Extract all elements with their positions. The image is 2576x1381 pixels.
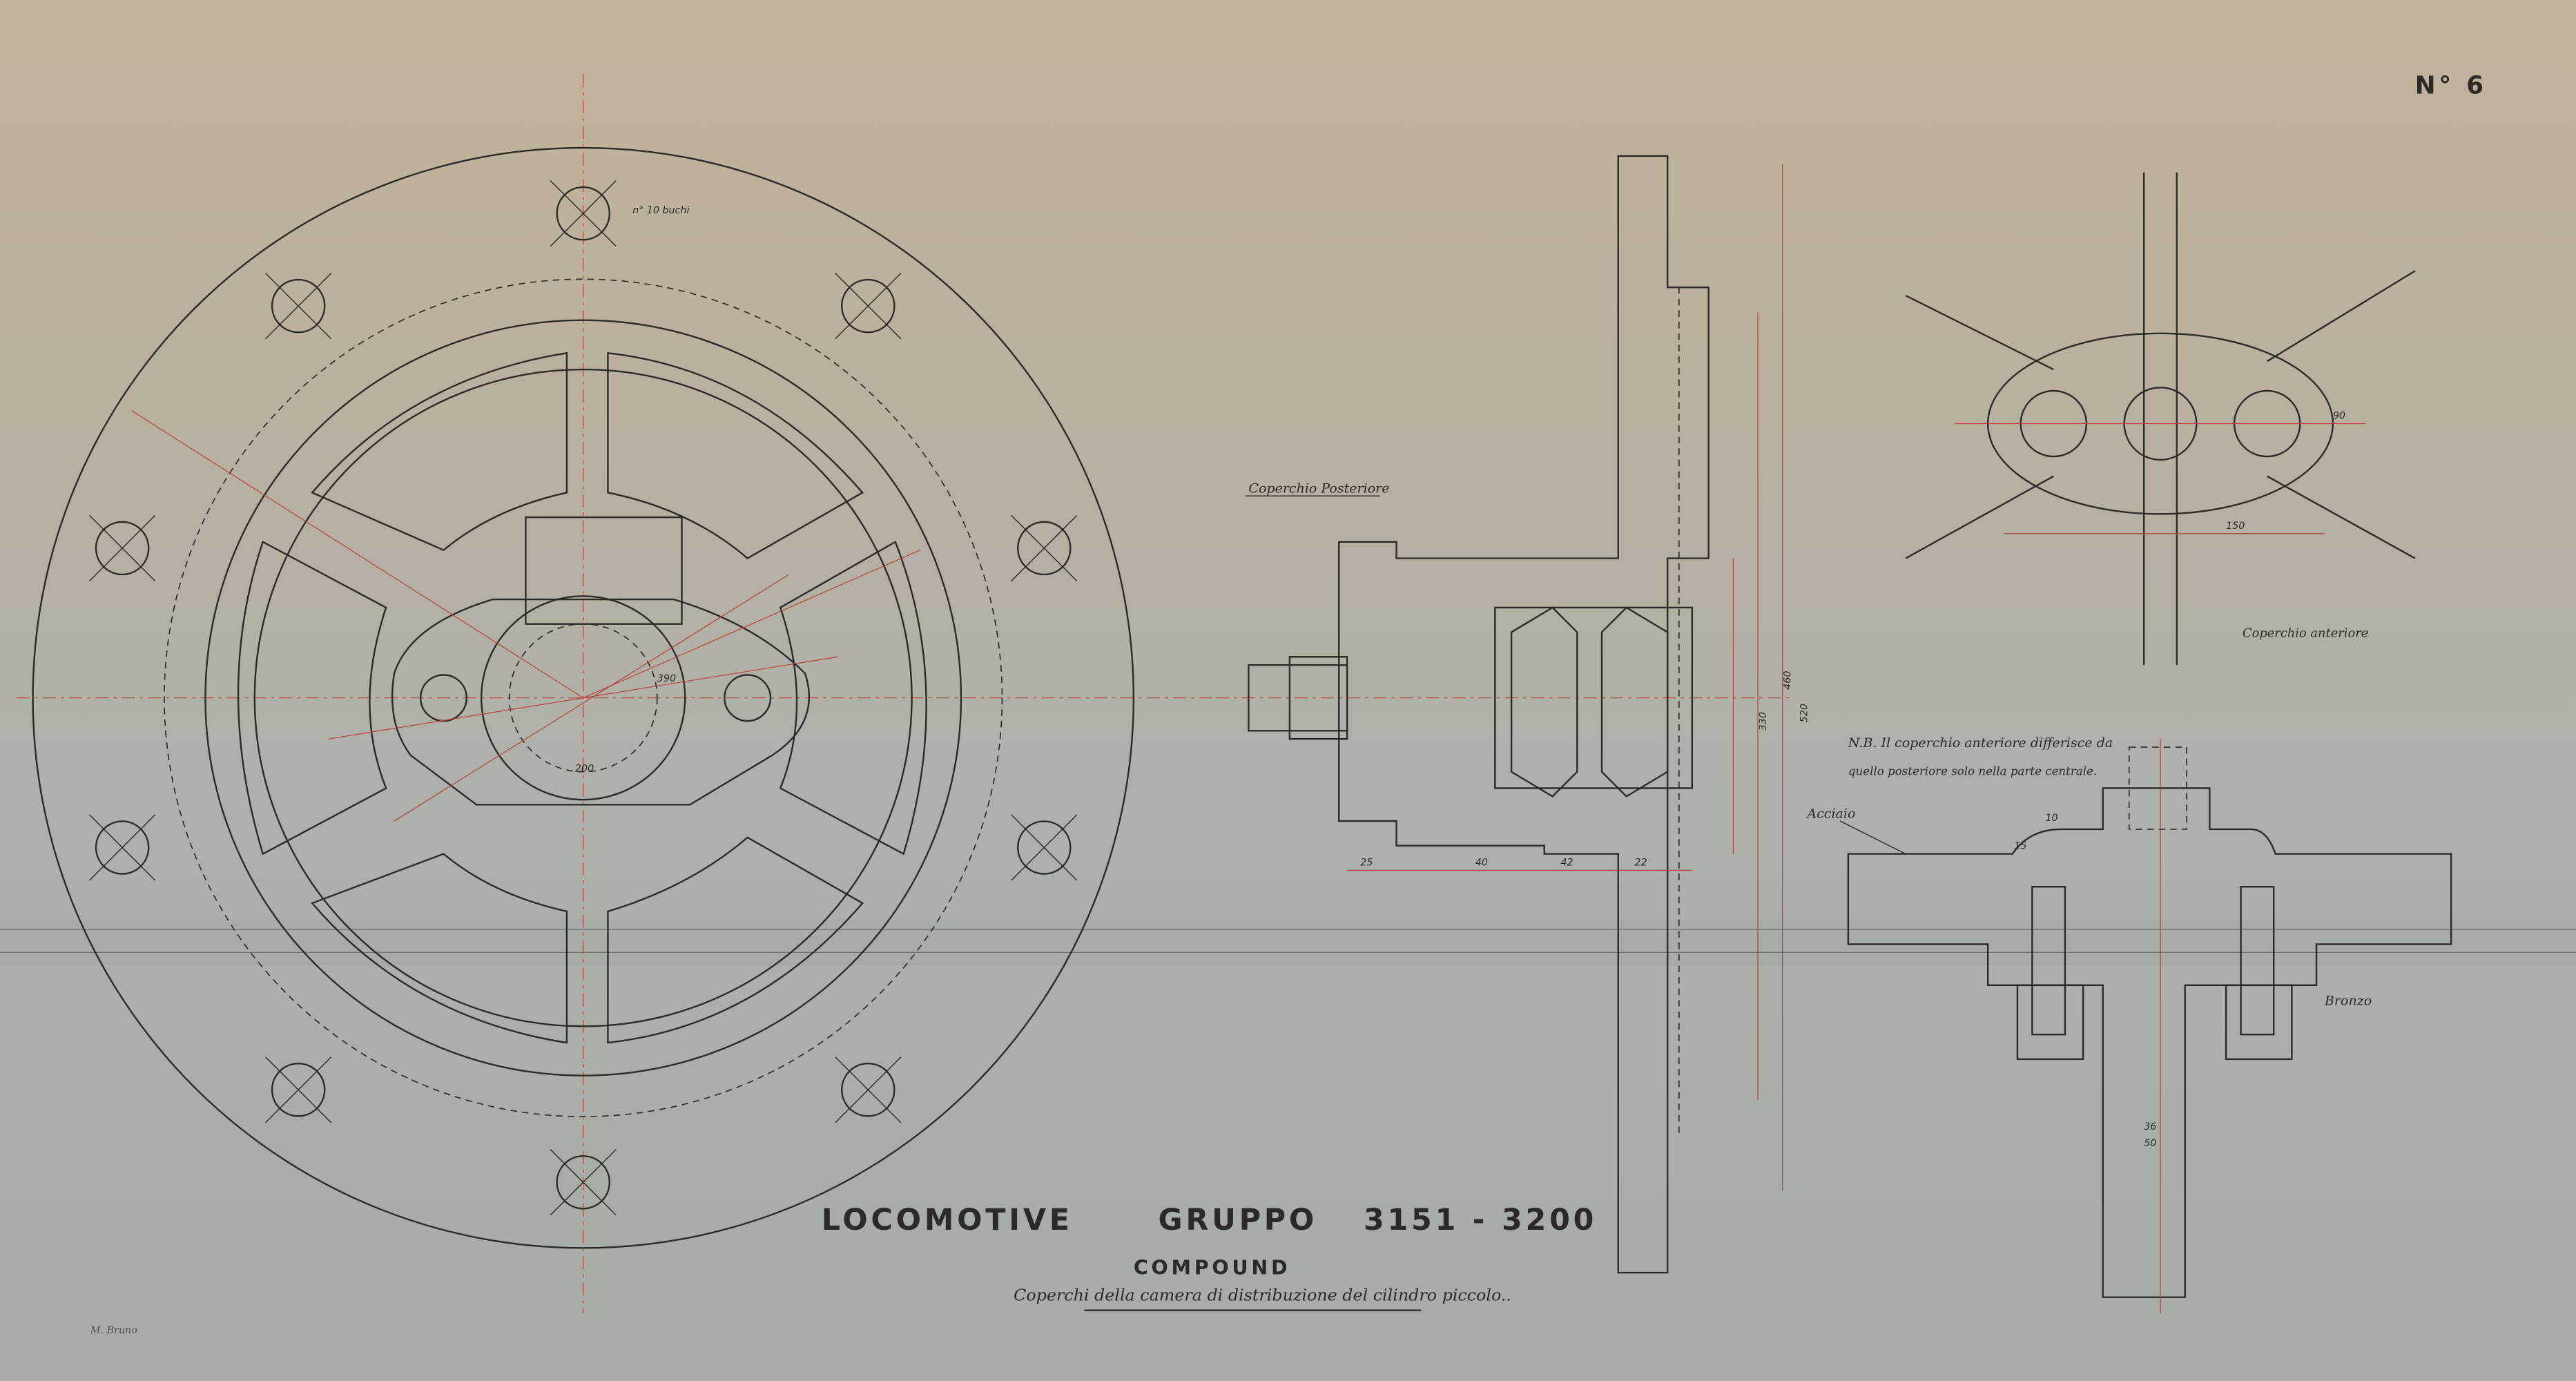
note-line-1: N.B. Il coperchio anteriore differisce d… — [1848, 735, 2113, 751]
title-subtitle: COMPOUND — [1134, 1256, 1291, 1279]
bolt-hole — [95, 521, 150, 576]
holes-label: n° 10 buchi — [632, 205, 689, 216]
dim-460: 460 — [1783, 671, 1794, 690]
note-line-2: quello posteriore solo nella parte centr… — [1848, 764, 2097, 778]
dim-50: 50 — [2144, 1138, 2156, 1149]
dim-330: 330 — [1758, 712, 1769, 731]
dim-90: 90 — [2333, 410, 2345, 421]
fold-band — [0, 919, 2576, 966]
dim-150: 150 — [2226, 521, 2245, 532]
cover-side-section: Coperchio Posteriore 460 520 330 25 40 4… — [1215, 155, 1810, 1274]
front-cover-label: Coperchio anteriore — [2243, 626, 2368, 641]
sheet-number: N° 6 — [2415, 72, 2487, 100]
bolt-hole — [841, 1063, 895, 1117]
title-block: LOCOMOTIVE GRUPPO 3151 - 3200 COMPOUND C… — [90, 72, 2487, 1336]
dim-10: 10 — [2045, 813, 2057, 824]
title-main: LOCOMOTIVE — [822, 1203, 1073, 1237]
bolt-hole — [1017, 820, 1072, 875]
dim-40: 40 — [1475, 857, 1488, 868]
rear-cover-label: Coperchio Posteriore — [1248, 481, 1389, 496]
bolt-hole — [95, 820, 150, 875]
bolt-hole — [841, 278, 895, 334]
title-range: 3151 - 3200 — [1364, 1203, 1597, 1237]
bolt-hole — [1017, 521, 1072, 576]
steel-label: Acciaio — [1805, 806, 1855, 821]
bolt-hole — [271, 1063, 326, 1117]
dim-200: 200 — [575, 764, 594, 775]
dim-390: 390 — [657, 673, 676, 684]
signature: M. Bruno — [90, 1325, 137, 1336]
dim-15: 15 — [2014, 840, 2026, 851]
bolt-hole — [271, 278, 326, 334]
front-cover-detail: 150 90 Coperchio anteriore — [1905, 172, 2416, 666]
dim-36: 36 — [2144, 1121, 2156, 1132]
dim-42: 42 — [1560, 857, 1573, 868]
dim-25: 25 — [1360, 857, 1373, 868]
bronze-label: Bronzo — [2324, 993, 2372, 1008]
dim-520: 520 — [1799, 704, 1810, 722]
bolt-hole — [556, 186, 610, 241]
front-cover-section: Acciaio Bronzo 15 10 50 36 — [1805, 739, 2452, 1314]
title-description: Coperchi della camera di distribuzione d… — [1014, 1285, 1511, 1304]
dim-22: 22 — [1635, 857, 1647, 868]
title-group: GRUPPO — [1159, 1203, 1318, 1237]
cover-front-view: n° 10 buchi 200 390 — [16, 74, 1216, 1314]
bolt-hole — [556, 1155, 610, 1210]
